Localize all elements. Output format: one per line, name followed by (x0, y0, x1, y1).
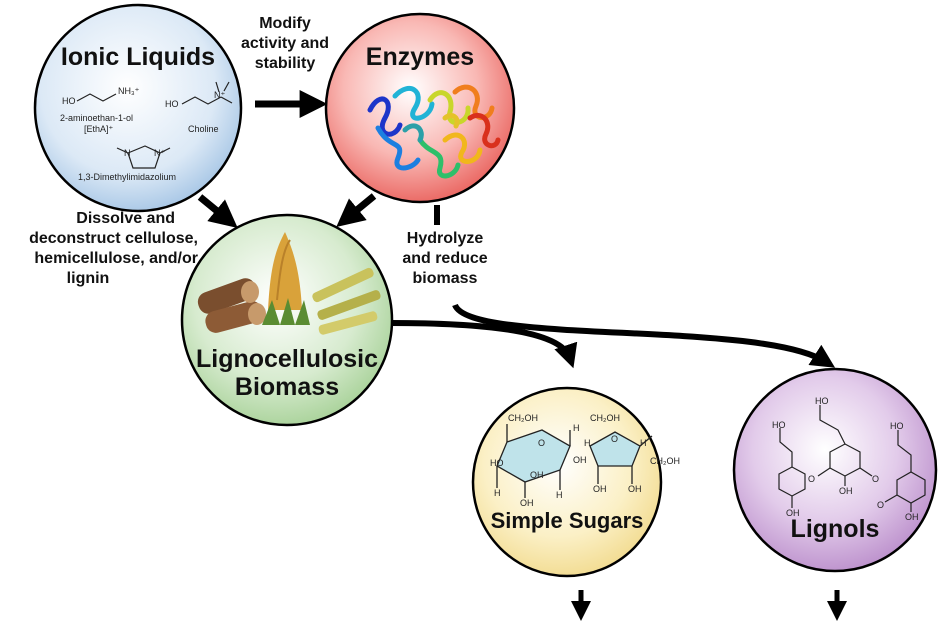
choline-group-n: N⁺ (214, 90, 226, 100)
sugar-label: CH₂OH (590, 413, 620, 423)
sugar-label: H (640, 438, 647, 448)
biomass-image (197, 232, 381, 335)
sugar-label: H (584, 438, 591, 448)
sugar-label: H (556, 490, 563, 500)
arrow-biomass-to-lignols (452, 303, 836, 368)
simple-sugars-node (471, 386, 663, 578)
biomass-title-line2: Biomass (234, 373, 340, 401)
imidazolium-group-n2: N⁺ (154, 148, 166, 158)
dissolve-caption-line2: deconstruct cellulose, (29, 230, 198, 247)
lignol-label: O (877, 500, 885, 510)
simple-sugars-title: Simple Sugars (490, 508, 644, 533)
biomass-title-line1: Lignocellulosic (196, 345, 378, 373)
dissolve-caption-line4: lignin (66, 270, 110, 287)
etha-group-nh3: NH₃⁺ (118, 86, 140, 96)
ionic-liquid-structures (76, 81, 233, 169)
ionic-liquids-node (33, 3, 243, 213)
lignol-label: HO (815, 396, 829, 406)
sugar-label: OH (573, 455, 587, 465)
choline-name: Choline (188, 124, 219, 134)
sugar-label: OH (530, 470, 544, 480)
lignol-structures (778, 405, 926, 512)
etha-abbrev: [EthA]⁺ (84, 124, 114, 134)
arrow-enzymes-to-biomass (336, 193, 377, 227)
imidazolium-group-n1: N (124, 148, 131, 158)
sugar-label: O (611, 434, 619, 444)
sugar-structures (496, 424, 653, 498)
dissolve-caption-line1: Dissolve and (76, 210, 175, 227)
modify-caption-line3: stability (254, 55, 316, 72)
lignol-label: HO (772, 420, 786, 430)
etha-group-ho: HO (62, 96, 76, 106)
hydrolyze-caption-line3: biomass (412, 270, 478, 287)
enzymes-node (324, 12, 516, 204)
sugar-label: HO (490, 458, 504, 468)
lignol-label: OH (905, 512, 919, 522)
ionic-liquids-title: Ionic Liquids (60, 43, 216, 71)
hydrolyze-caption-line1: Hydrolyze (406, 230, 484, 247)
sugar-label: CH₂OH (508, 413, 538, 423)
enzyme-structure-image (367, 84, 501, 179)
imidazolium-name: 1,3-Dimethylimidazolium (78, 172, 177, 182)
modify-caption-line2: activity and (240, 35, 330, 52)
sugar-label: O (538, 438, 546, 448)
sugar-label: OH (520, 498, 534, 508)
hydrolyze-caption-line2: and reduce (402, 250, 488, 267)
dissolve-caption-line3: hemicellulose, and/or (34, 250, 198, 267)
lignol-label: HO (890, 421, 904, 431)
choline-group-ho: HO (165, 99, 179, 109)
etha-name: 2-aminoethan-1-ol (60, 113, 134, 123)
sugar-label: OH (628, 484, 642, 494)
lignol-label: OH (839, 486, 853, 496)
arrows (197, 90, 847, 621)
sugar-label: OH (593, 484, 607, 494)
lignols-title: Lignols (790, 515, 880, 543)
sugar-label: H (494, 488, 501, 498)
lignol-label: OH (786, 508, 800, 518)
lignol-label: O (808, 474, 816, 484)
sugar-label: CH₂OH (650, 456, 680, 466)
enzymes-title: Enzymes (365, 43, 475, 71)
modify-caption-line1: Modify (259, 15, 311, 32)
sugar-label: H (573, 423, 580, 433)
lignol-label: O (872, 474, 880, 484)
arrow-biomass-to-sugars (389, 320, 578, 369)
arrow-il-to-biomass (197, 194, 238, 228)
